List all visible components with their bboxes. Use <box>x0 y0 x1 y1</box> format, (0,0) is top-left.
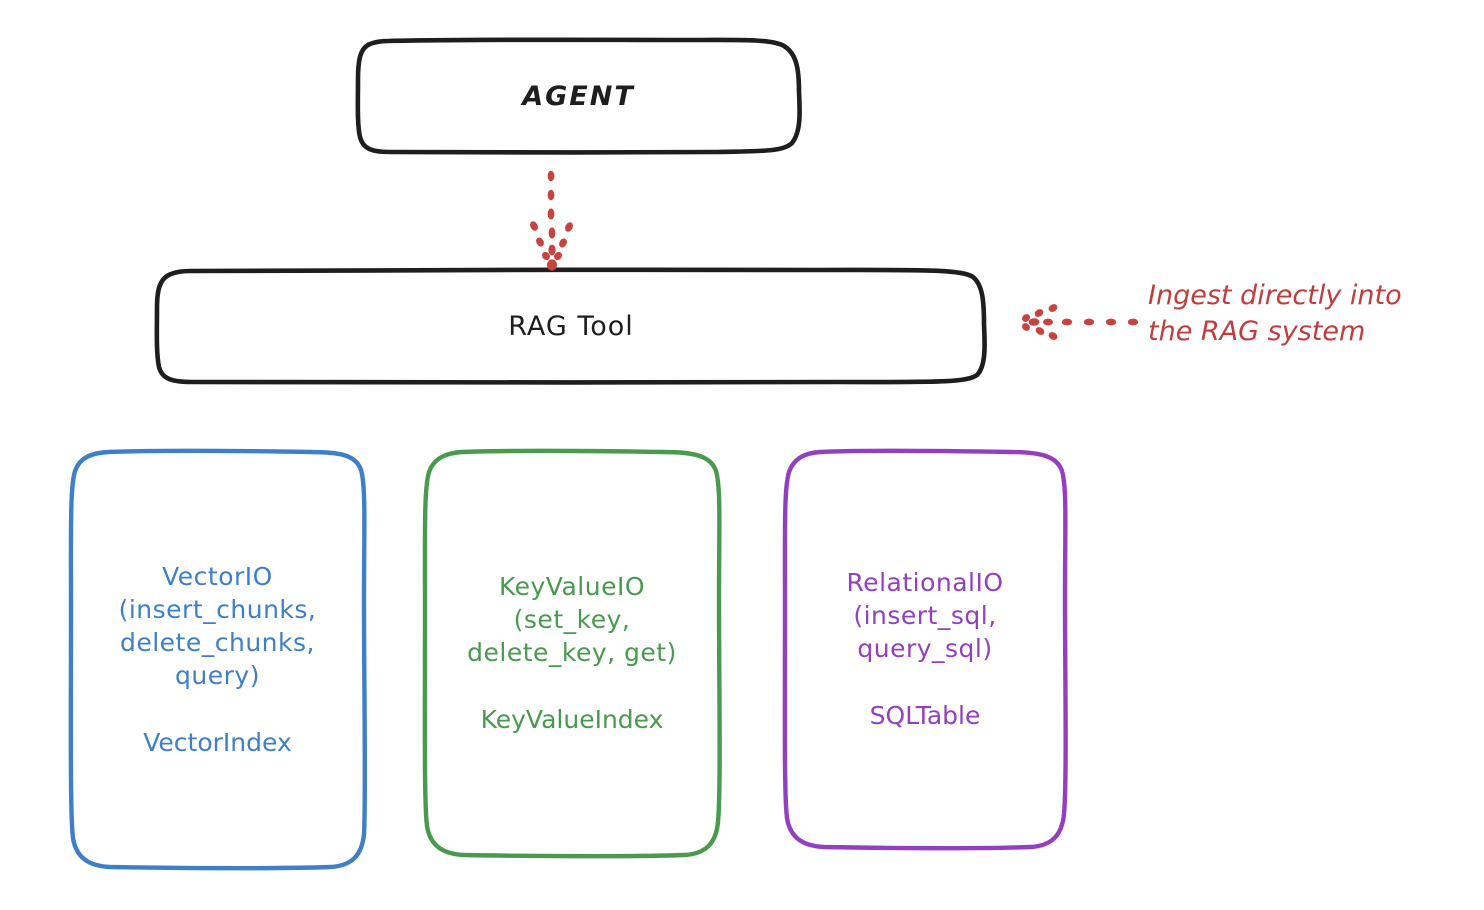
relational-io-node[interactable]: RelationalIO (insert_sql, query_sql) SQL… <box>785 450 1065 848</box>
agent-to-rag-tool-arrow <box>530 170 573 271</box>
vector-io-label: VectorIO (insert_chunks, delete_chunks, … <box>118 561 317 690</box>
agent-label: AGENT <box>522 80 635 112</box>
rag-tool-node[interactable]: RAG Tool <box>157 270 985 383</box>
vector-io-node[interactable]: VectorIO (insert_chunks, delete_chunks, … <box>70 450 365 868</box>
relational-io-box-outline <box>782 448 1068 851</box>
ingest-annotation-text: Ingest directly into the RAG system <box>1148 280 1402 347</box>
key-value-index-label: KeyValueIndex <box>480 705 664 734</box>
key-value-io-node[interactable]: KeyValueIO (set_key, delete_key, get) Ke… <box>425 450 719 856</box>
sql-table-label: SQLTable <box>869 701 981 730</box>
key-value-io-label: KeyValueIO (set_key, delete_key, get) <box>467 572 677 667</box>
relational-io-label: RelationalIO (insert_sql, query_sql) <box>846 568 1004 663</box>
key-value-io-box-outline <box>422 448 722 859</box>
agent-box-outline <box>355 37 802 155</box>
vector-io-box-outline <box>68 448 368 871</box>
agent-node[interactable]: AGENT <box>357 40 800 153</box>
rag-tool-box-outline <box>154 267 987 385</box>
ingest-to-rag-tool-arrow <box>1022 304 1139 340</box>
rag-tool-label: RAG Tool <box>508 310 634 342</box>
vector-index-label: VectorIndex <box>143 727 292 757</box>
